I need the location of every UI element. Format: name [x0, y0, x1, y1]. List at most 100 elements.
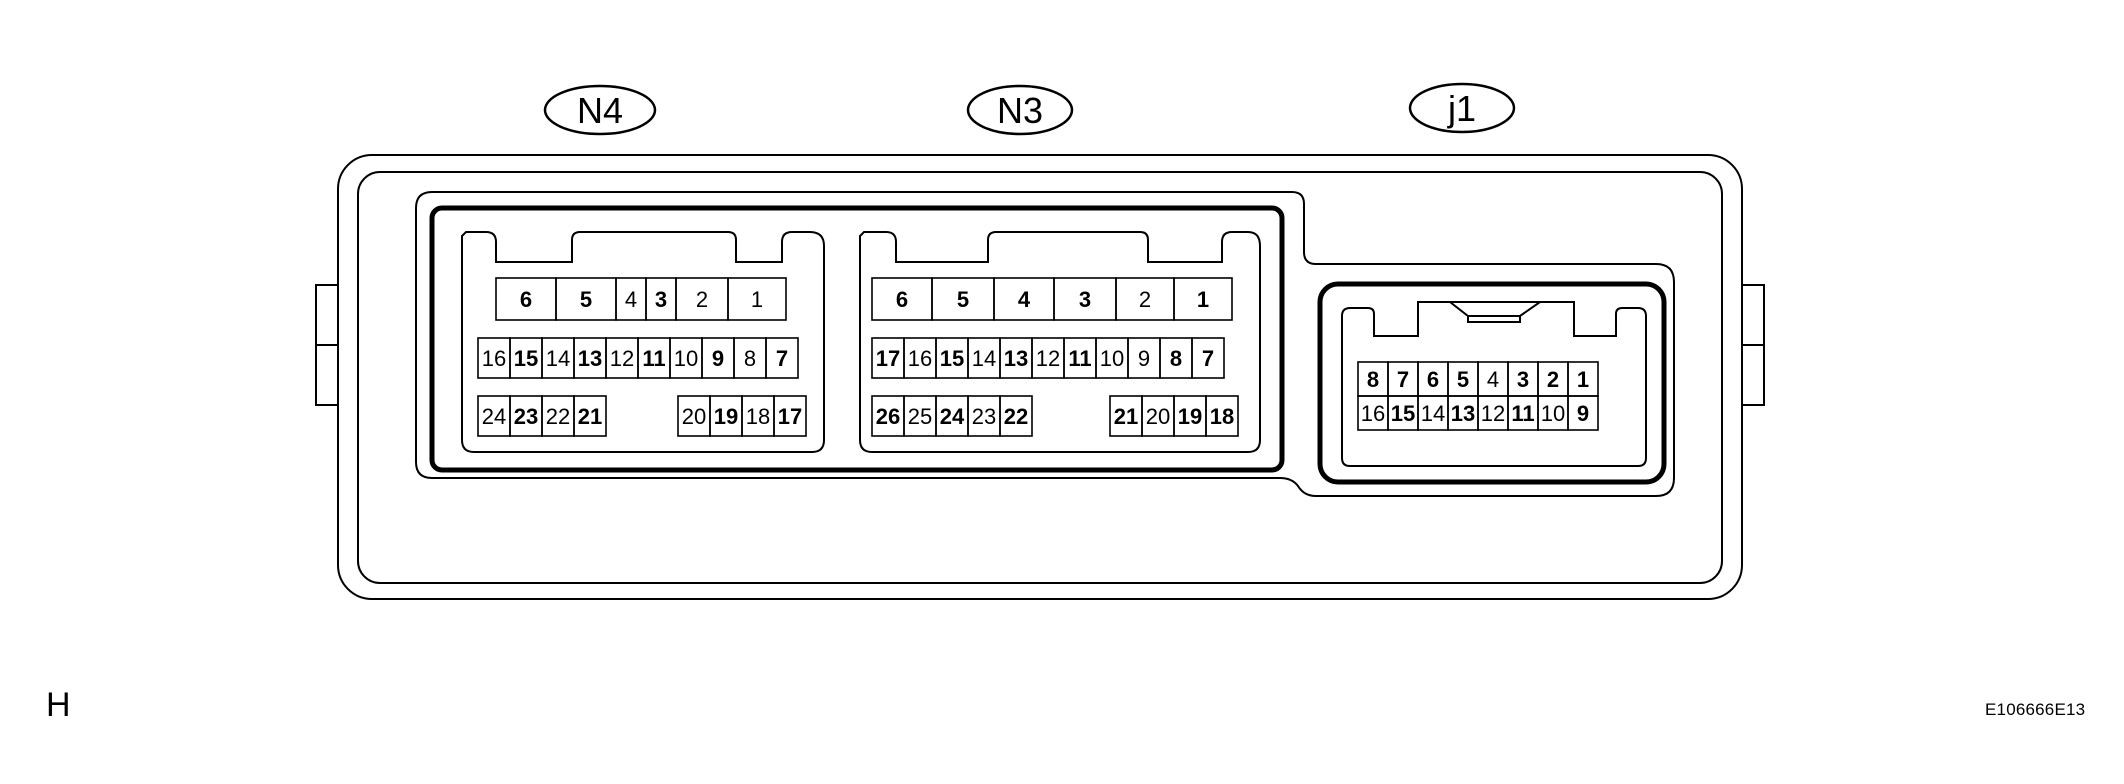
pin-number: 19: [714, 404, 738, 429]
housing: [315, 154, 1765, 600]
pin-number: 18: [746, 404, 770, 429]
pin-number: 5: [1457, 367, 1469, 392]
pin-number: 12: [1481, 401, 1505, 426]
callout-n4: N4: [543, 84, 657, 136]
pin-number: 15: [940, 346, 964, 371]
pin-number: 1: [751, 287, 763, 312]
pin-number: 21: [1114, 404, 1138, 429]
pin-cell: [999, 395, 1033, 437]
pin-number: 22: [1004, 404, 1028, 429]
callout-n4-text: N4: [577, 90, 623, 131]
pin-number: 8: [1170, 346, 1182, 371]
pin-number: 14: [546, 346, 570, 371]
pin-number: 24: [940, 404, 965, 429]
pin-number: 2: [1547, 367, 1559, 392]
pin-number: 23: [514, 404, 538, 429]
pin-number: 14: [1421, 401, 1445, 426]
pin-number: 11: [1068, 346, 1091, 371]
pin-number: 16: [1361, 401, 1385, 426]
pin-number: 21: [578, 404, 602, 429]
pin-number: 6: [1427, 367, 1439, 392]
n4-row3-right-row: 20 19 18 17: [677, 395, 807, 437]
callout-j1-text: j1: [1447, 88, 1476, 129]
pin-number: 22: [546, 404, 570, 429]
pin-number: 14: [972, 346, 996, 371]
pin-cell: [1191, 337, 1225, 379]
pin-number: 17: [876, 346, 900, 371]
pin-number: 12: [1036, 346, 1060, 371]
pin-number: 4: [1487, 367, 1499, 392]
pin-number: 9: [712, 346, 724, 371]
pin-number: 23: [972, 404, 996, 429]
pin-number: 7: [776, 346, 788, 371]
pin-cell: [773, 395, 807, 437]
pin-number: 5: [957, 287, 969, 312]
pin-number: 6: [520, 287, 532, 312]
pin-number: 4: [1018, 287, 1031, 312]
pin-number: 20: [1146, 404, 1170, 429]
pin-number: 7: [1202, 346, 1214, 371]
pin-number: 16: [482, 346, 506, 371]
pin-number: 11: [642, 346, 665, 371]
pin-number: 12: [610, 346, 634, 371]
pin-number: 2: [1139, 287, 1151, 312]
pin-cell: [1173, 277, 1233, 321]
pin-number: 1: [1197, 287, 1209, 312]
pin-number: 25: [908, 404, 932, 429]
n3-row3-left-row: 26 25 24 23 22: [871, 395, 1033, 437]
figure-code: E106666E13: [1985, 700, 2086, 719]
pin-number: 8: [744, 346, 756, 371]
pin-number: 2: [696, 287, 708, 312]
mounting-plate: [415, 191, 1675, 497]
pin-number: 17: [778, 404, 802, 429]
pin-number: 7: [1397, 367, 1409, 392]
pin-cell: [727, 277, 787, 321]
pin-number: 6: [896, 287, 908, 312]
pin-number: 10: [674, 346, 698, 371]
pin-number: 1: [1577, 367, 1589, 392]
pin-number: 3: [1079, 287, 1091, 312]
pin-number: 15: [514, 346, 538, 371]
j1-shroud: [1317, 281, 1667, 485]
pin-number: 9: [1577, 401, 1589, 426]
pin-number: 13: [1451, 401, 1475, 426]
pin-cell: [1567, 395, 1599, 431]
pin-cell: [1205, 395, 1239, 437]
pin-number: 15: [1391, 401, 1415, 426]
pin-number: 9: [1138, 346, 1150, 371]
n3-row3-right-row: 21 20 19 18: [1109, 395, 1239, 437]
pin-number: 3: [1517, 367, 1529, 392]
j1-lock-latch: [1449, 301, 1541, 323]
pin-number: 10: [1100, 346, 1124, 371]
pin-number: 18: [1210, 404, 1234, 429]
housing-inner-outline: [357, 171, 1723, 584]
pin-cell: [765, 337, 799, 379]
pin-number: 13: [1004, 346, 1028, 371]
connector-n3-outline: [859, 231, 1261, 453]
n3-row1-row: 6 5 4 3 2 1: [871, 277, 1233, 321]
pin-number: 4: [625, 287, 637, 312]
pin-number: 13: [578, 346, 602, 371]
pin-number: 5: [580, 287, 592, 312]
pin-number: 3: [655, 287, 667, 312]
pin-number: 20: [682, 404, 706, 429]
pin-number: 19: [1178, 404, 1202, 429]
callout-j1: j1: [1408, 82, 1516, 134]
pin-cell: [573, 395, 607, 437]
pin-number: 16: [908, 346, 932, 371]
page-letter: H: [46, 686, 71, 724]
housing-outer: [337, 154, 1743, 600]
connector-j1-outline: [1341, 301, 1647, 467]
pin-number: 26: [876, 404, 900, 429]
pin-number: 11: [1511, 401, 1534, 426]
